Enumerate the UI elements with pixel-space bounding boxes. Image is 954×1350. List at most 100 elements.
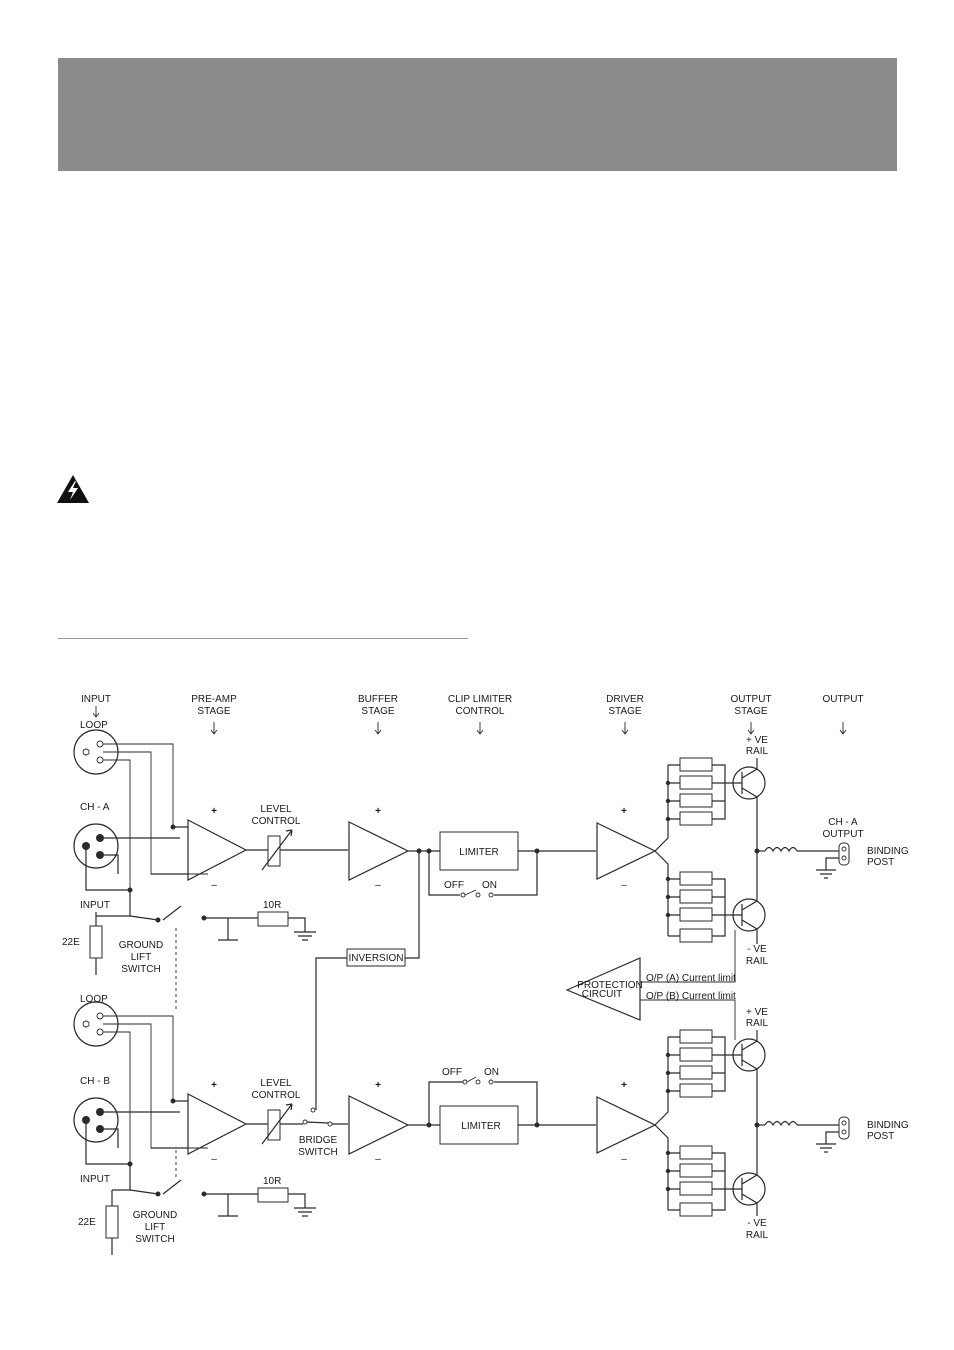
section-rule: [58, 638, 468, 639]
driver-b-resistor-bank: [665, 1029, 735, 1217]
stage-heading-input: INPUT: [81, 694, 111, 718]
binding-post-b-label-2: POST: [867, 1131, 894, 1142]
limiter-a-switch: [460, 889, 494, 898]
limiter-b-on-label: ON: [484, 1067, 499, 1078]
svg-text:OUTPUT: OUTPUT: [730, 694, 771, 705]
input-b-label: INPUT: [80, 1174, 110, 1185]
level-control-b-potentiometer: [261, 1103, 293, 1145]
binding-post-a-label-2: POST: [867, 857, 894, 868]
transistor-a-upper: [732, 758, 766, 851]
svg-text:STAGE: STAGE: [608, 706, 641, 717]
driver-a-plus: +: [621, 806, 627, 817]
buffer-b-amplifier: [348, 1095, 410, 1155]
output-a-inductor: [764, 846, 798, 853]
resistor-10r-b: [257, 1187, 289, 1203]
limiter-b-switch: [462, 1076, 494, 1085]
driver-a-amplifier: [596, 822, 657, 880]
ground-lift-a-label-1: GROUND: [119, 940, 163, 951]
stage-heading-clip-limiter: CLIP LIMITER CONTROL: [448, 694, 512, 735]
level-control-a-potentiometer: [261, 829, 293, 871]
ch-a-label: CH - A: [80, 802, 110, 813]
level-control-a-label-1: LEVEL: [260, 804, 292, 815]
preamp-b-amplifier: [187, 1093, 248, 1155]
limiter-b-label: LIMITER: [461, 1121, 500, 1132]
ch-a-output-label-2: OUTPUT: [822, 829, 863, 840]
ground-lift-b-label-1: GROUND: [133, 1210, 177, 1221]
binding-post-b-label-1: BINDING: [867, 1120, 909, 1131]
bridge-switch-label-1: BRIDGE: [299, 1135, 338, 1146]
stage-heading-driver: DRIVER STAGE: [606, 694, 644, 735]
ch-a-output-label-1: CH - A: [828, 817, 858, 828]
svg-text:OUTPUT: OUTPUT: [822, 694, 863, 705]
svg-text:STAGE: STAGE: [197, 706, 230, 717]
preamp-a-minus: –: [211, 880, 217, 891]
resistor-22e-b-label: 22E: [78, 1217, 96, 1228]
transistor-a-lower: [732, 851, 766, 944]
preamp-b-plus: +: [211, 1080, 217, 1091]
inversion-label: INVERSION: [348, 953, 403, 964]
buffer-a-amplifier: [348, 821, 410, 881]
ground-lift-b-label-3: SWITCH: [135, 1234, 174, 1245]
op-a-limit-label: O/P (A) Current limit: [646, 973, 736, 984]
bridge-switch-label-2: SWITCH: [298, 1147, 337, 1158]
ch-b-label: CH - B: [80, 1076, 110, 1087]
resistor-10r-a-label: 10R: [263, 900, 281, 911]
protection-label-1: PROTECTION: [577, 980, 643, 991]
stage-heading-output: OUTPUT: [822, 694, 864, 735]
buffer-b-plus: +: [375, 1080, 381, 1091]
loop-b-label: LOOP: [80, 994, 108, 1005]
op-b-limit-label: O/P (B) Current limit: [646, 991, 736, 1002]
input-a-label: INPUT: [80, 900, 110, 911]
stage-heading-buffer: BUFFER STAGE: [358, 694, 398, 735]
stage-heading-output-stage: OUTPUT STAGE: [730, 694, 772, 735]
limiter-a-label: LIMITER: [459, 847, 498, 858]
output-b-inductor: [764, 1120, 798, 1127]
preamp-a-plus: +: [211, 806, 217, 817]
buffer-a-minus: –: [375, 880, 381, 891]
resistor-10r-a: [257, 911, 289, 927]
transistor-b-upper: [732, 1030, 766, 1125]
limiter-a-off-label: OFF: [444, 880, 464, 891]
svg-text:BUFFER: BUFFER: [358, 694, 398, 705]
resistor-10r-b-label: 10R: [263, 1176, 281, 1187]
xlr-ch-b-connector: [73, 1097, 119, 1143]
header-band: [58, 58, 897, 171]
driver-b-plus: +: [621, 1080, 627, 1091]
preamp-b-minus: –: [211, 1154, 217, 1165]
ground-lift-a-label-2: LIFT: [131, 952, 152, 963]
driver-a-minus: –: [621, 880, 627, 891]
limiter-b-box: [439, 1105, 519, 1145]
binding-post-a: [816, 842, 850, 879]
xlr-ch-a-connector: [73, 823, 119, 869]
loop-a-label: LOOP: [80, 720, 108, 731]
svg-text:INPUT: INPUT: [81, 694, 111, 705]
driver-b-amplifier: [596, 1096, 657, 1154]
electric-shock-warning-icon: [57, 475, 89, 503]
pos-rail-b-label-1: + VE: [746, 1007, 768, 1018]
level-control-b-label-2: CONTROL: [252, 1090, 301, 1101]
resistor-22e-a-label: 22E: [62, 937, 80, 948]
stage-heading-preamp: PRE-AMP STAGE: [191, 694, 237, 735]
svg-text:STAGE: STAGE: [734, 706, 767, 717]
driver-a-resistor-bank: [665, 757, 735, 943]
neg-rail-a-label-1: - VE: [747, 944, 767, 955]
neg-rail-b-label-1: - VE: [747, 1218, 767, 1229]
limiter-a-on-label: ON: [482, 880, 497, 891]
pos-rail-a-label-1: + VE: [746, 735, 768, 746]
ground-lift-a-label-3: SWITCH: [121, 964, 160, 975]
pos-rail-b-label-2: RAIL: [746, 1018, 769, 1029]
svg-text:DRIVER: DRIVER: [606, 694, 644, 705]
buffer-b-minus: –: [375, 1154, 381, 1165]
protection-circuit: [565, 957, 641, 1021]
svg-text:PRE-AMP: PRE-AMP: [191, 694, 237, 705]
buffer-a-plus: +: [375, 806, 381, 817]
neg-rail-b-label-2: RAIL: [746, 1230, 769, 1241]
limiter-b-off-label: OFF: [442, 1067, 462, 1078]
driver-b-minus: –: [621, 1154, 627, 1165]
bridge-switch: [300, 1107, 348, 1127]
level-control-a-label-2: CONTROL: [252, 816, 301, 827]
pos-rail-a-label-2: RAIL: [746, 746, 769, 757]
svg-text:CLIP LIMITER: CLIP LIMITER: [448, 694, 512, 705]
resistor-22e-a: [89, 925, 103, 959]
